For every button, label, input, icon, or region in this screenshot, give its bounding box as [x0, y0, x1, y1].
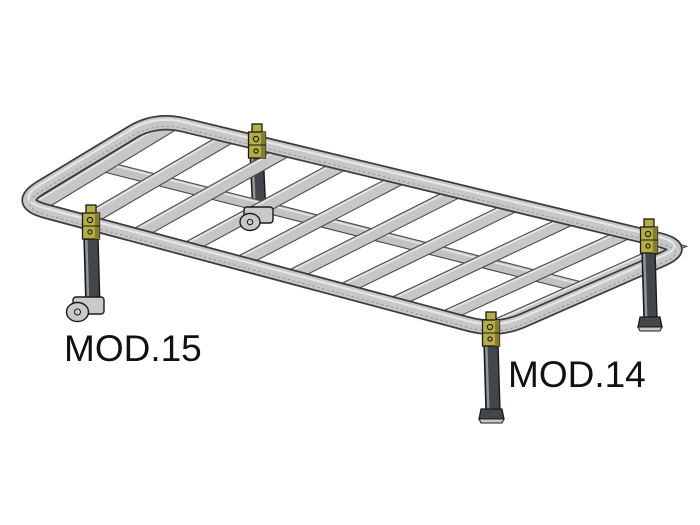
- slat: [279, 188, 470, 280]
- front-right-bracket: [481, 311, 501, 347]
- slat: [176, 160, 355, 252]
- front-right-leg: [478, 343, 505, 424]
- label-mod-15: MOD.15: [64, 328, 202, 369]
- front-left-leg: [65, 237, 105, 323]
- rear-left-bracket: [247, 123, 267, 159]
- frame-tube: [21, 115, 683, 335]
- front-left-caster: [65, 296, 105, 323]
- slat: [24, 120, 186, 211]
- rear-right-leg: [637, 250, 663, 332]
- slat: [125, 147, 298, 238]
- label-mod-14: MOD.14: [508, 354, 646, 395]
- rear-left-caster: [239, 206, 274, 232]
- rear-right-bracket: [639, 218, 659, 254]
